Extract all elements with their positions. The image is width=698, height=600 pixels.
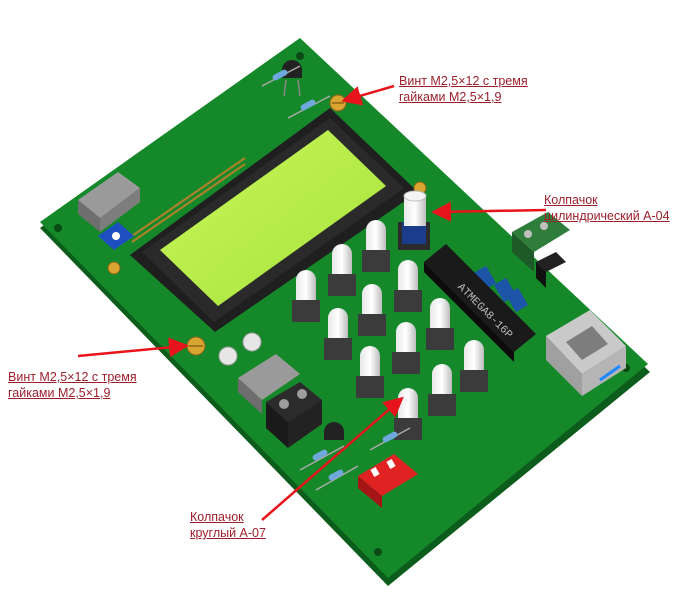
callout-arrows bbox=[77, 84, 547, 521]
mounting-hole bbox=[374, 548, 382, 556]
cap-round-button bbox=[292, 270, 320, 322]
cap-cylinder-button bbox=[398, 190, 430, 250]
arrow-screw-left bbox=[77, 337, 189, 358]
callout-line: Колпачок bbox=[544, 193, 598, 207]
cap-round-button bbox=[392, 322, 420, 374]
callout-line: круглый A-07 bbox=[190, 526, 266, 540]
mounting-hole bbox=[296, 52, 304, 60]
usb-connector bbox=[546, 310, 626, 396]
cap-round-button bbox=[426, 298, 454, 350]
callout-cap-cylinder: Колпачок цилиндрический A-04 bbox=[544, 192, 670, 224]
led bbox=[218, 332, 262, 366]
lcd-screen bbox=[160, 130, 386, 306]
dc-jack bbox=[536, 252, 566, 288]
button-grid bbox=[292, 220, 488, 440]
relay-connector bbox=[238, 354, 300, 414]
callout-line: Винт M2,5×12 с тремя bbox=[8, 370, 137, 384]
cap-round-button bbox=[328, 244, 356, 296]
screw-left bbox=[186, 336, 206, 356]
cap-round-button bbox=[324, 308, 352, 360]
resistor bbox=[369, 427, 411, 451]
terminal-block-bottom bbox=[266, 382, 322, 448]
resistor bbox=[287, 95, 331, 119]
arrow-cap-round bbox=[261, 396, 404, 521]
callout-cap-round: Колпачок круглый A-07 bbox=[190, 509, 266, 541]
mounting-hole bbox=[54, 224, 62, 232]
screw-bottom-left bbox=[107, 261, 121, 275]
cap-round-button bbox=[358, 284, 386, 336]
resistor bbox=[261, 65, 301, 87]
dip-switch bbox=[358, 454, 418, 508]
lcd-module bbox=[130, 108, 418, 332]
capacitor bbox=[473, 265, 529, 313]
arrow-cap-cylinder bbox=[431, 201, 547, 222]
cap-round-button bbox=[394, 260, 422, 312]
trimmer-potentiometer bbox=[98, 222, 134, 250]
screw-top bbox=[329, 94, 347, 112]
lcd-pin-header bbox=[131, 157, 246, 243]
callout-line: цилиндрический A-04 bbox=[544, 209, 670, 223]
terminal-block-right bbox=[512, 212, 570, 272]
callout-line: гайками M2,5×1,9 bbox=[8, 386, 111, 400]
callout-line: Винт M2,5×12 с тремя bbox=[399, 74, 528, 88]
arrow-screw-top bbox=[341, 84, 395, 106]
cap-round-button bbox=[362, 220, 390, 272]
cap-round-button bbox=[428, 364, 456, 416]
resistor bbox=[299, 445, 345, 471]
callout-line: гайками M2,5×1,9 bbox=[399, 90, 502, 104]
callout-screw-left: Винт M2,5×12 с тремя гайками M2,5×1,9 bbox=[8, 369, 137, 401]
cap-round-button bbox=[460, 340, 488, 392]
callout-line: Колпачок bbox=[190, 510, 244, 524]
transistor-bottom bbox=[324, 422, 344, 440]
callout-screw-top: Винт M2,5×12 с тремя гайками M2,5×1,9 bbox=[399, 73, 528, 105]
resistor bbox=[315, 465, 359, 491]
microcontroller-chip: ATMEGA8-16P bbox=[424, 244, 536, 362]
connector-top-left bbox=[78, 172, 140, 232]
cap-round-button bbox=[356, 346, 384, 398]
